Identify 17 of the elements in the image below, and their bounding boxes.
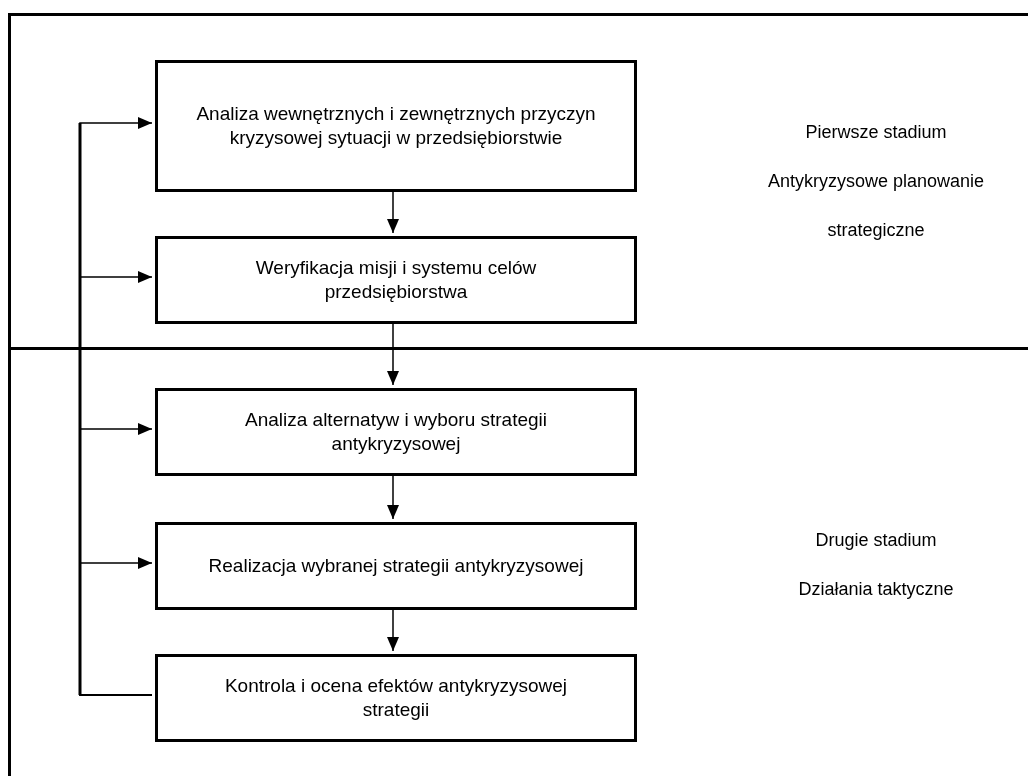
process-box [155, 236, 637, 324]
step-text: Kontrola i ocena efektów antykryzysowej strategii [223, 674, 569, 722]
stage-band [8, 13, 1028, 347]
stage-label: Antykryzysowe planowanie strategiczne [766, 170, 986, 242]
step-text: Realizacja wybranej strategii antykryzysowej [208, 554, 584, 578]
stage-band [8, 347, 1028, 776]
process-box [155, 522, 637, 610]
step-text: Weryfikacja misji i systemu celów przedsiębiorstwa [254, 256, 538, 304]
arrow [79, 557, 153, 696]
process-box [155, 388, 637, 476]
step-text: Analiza alternatyw i wyboru strategii antykryzysowej [244, 408, 548, 456]
process-box [155, 654, 637, 742]
process-box [155, 60, 637, 192]
stage-label: Drugie stadium [815, 529, 937, 552]
stage-label: Pierwsze stadium [805, 121, 947, 144]
step-text: Analiza wewnętrznych i zewnętrznych przyczyn kryzysowej sytuacji w przedsiębiorstwie [195, 102, 597, 150]
stage-label: Działania taktyczne [798, 578, 954, 601]
